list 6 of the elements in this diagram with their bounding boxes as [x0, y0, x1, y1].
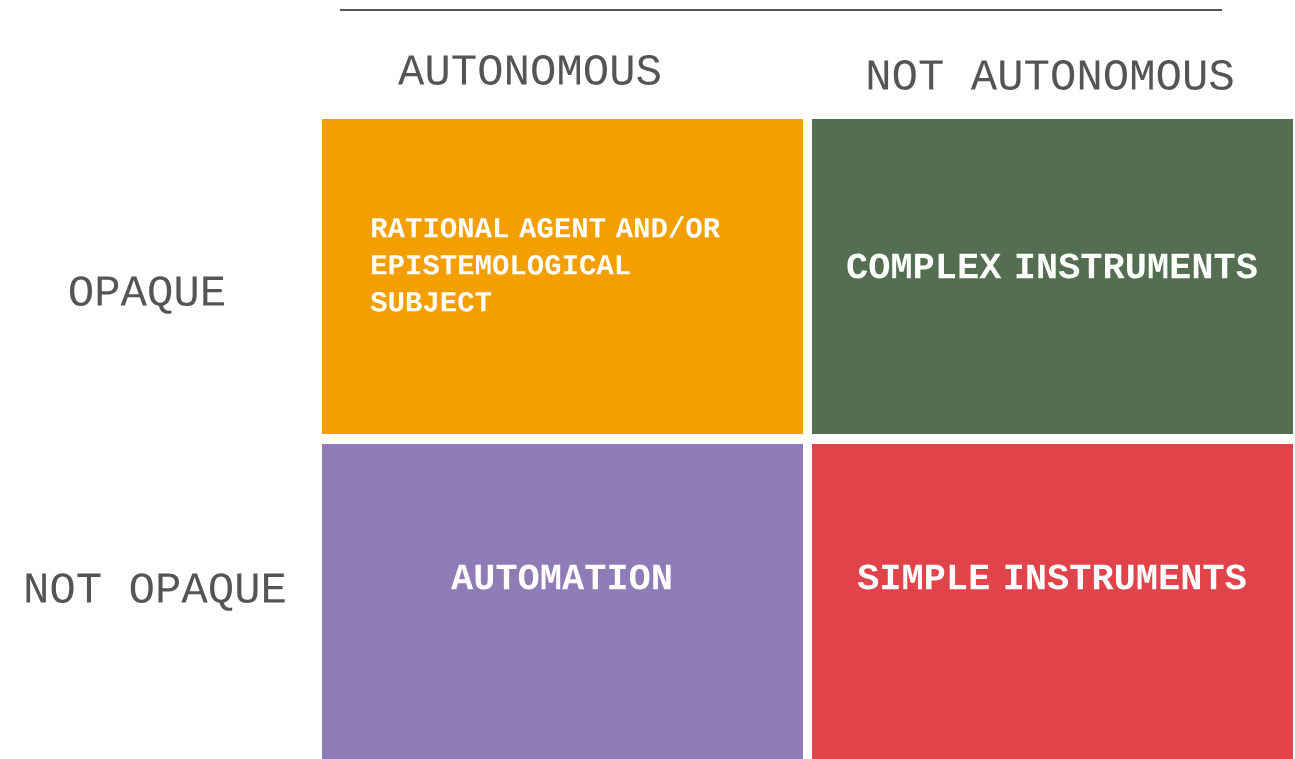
text-box: SIMPLE INSTRUMENTS [812, 444, 1293, 759]
text-box: AUTOMATION [322, 444, 803, 759]
column-heading: NOT AUTONOMOUS [868, 60, 1233, 90]
row-heading: OPAQUE [70, 276, 224, 314]
text-box: RATIONAL AGENT AND/OR EPISTEMOLOGICAL SUBJECT [322, 119, 803, 434]
text-box: COMPLEX INSTRUMENTS [812, 119, 1293, 434]
